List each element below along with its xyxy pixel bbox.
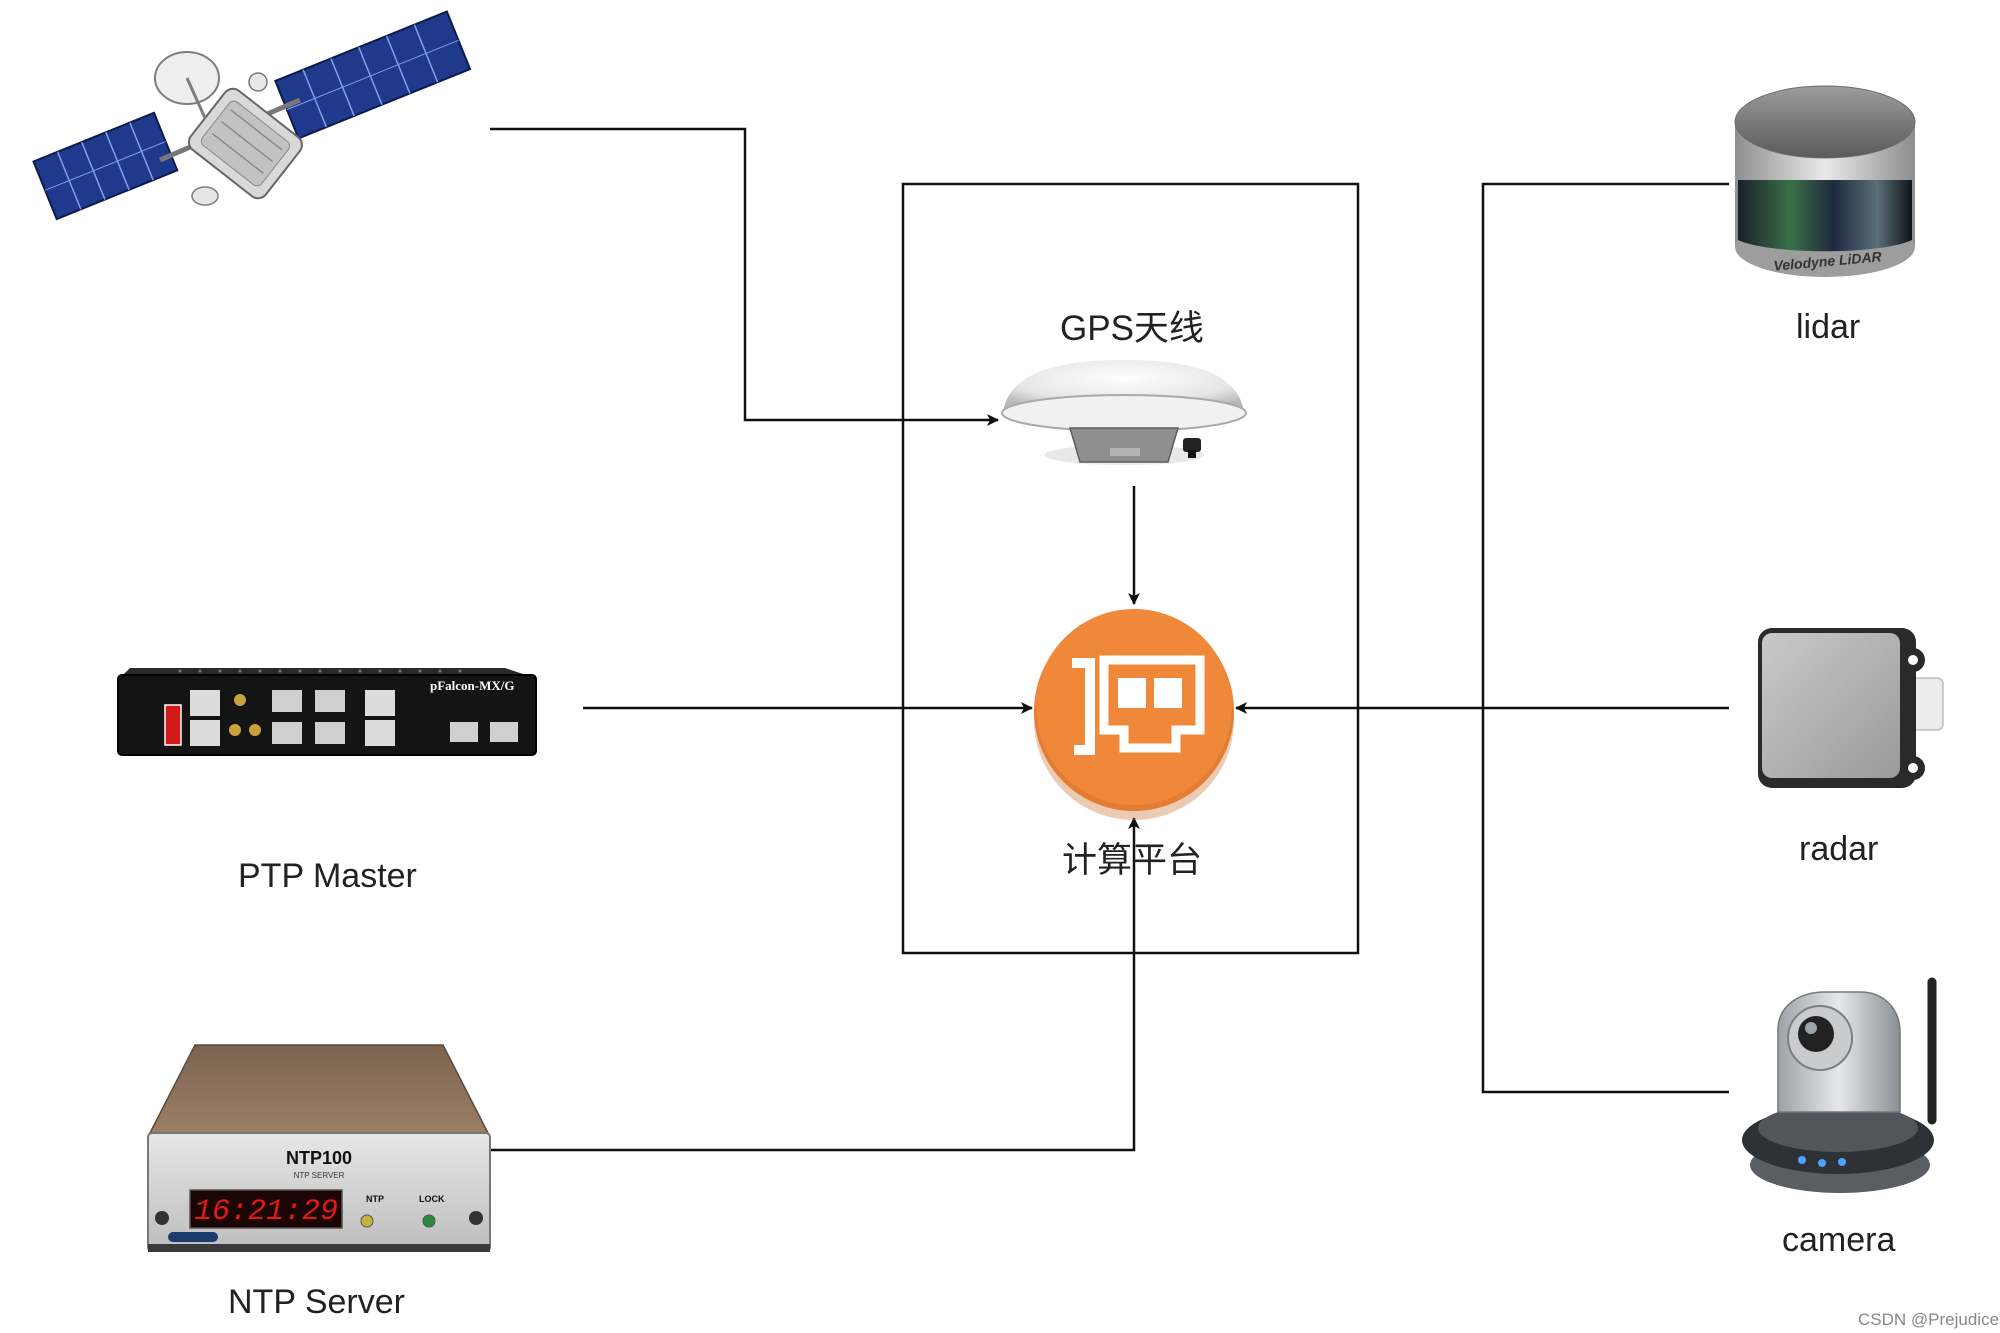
ntp-subtitle-text: NTP SERVER — [294, 1171, 345, 1180]
ntp-display-text: 16:21:29 — [194, 1195, 338, 1229]
lidar-icon: Velodyne LiDAR — [1734, 85, 1916, 277]
camera-icon — [1742, 977, 1937, 1193]
watermark: CSDN @Prejudices — [1858, 1310, 2000, 1329]
camera-label: camera — [1782, 1221, 1896, 1259]
connector-ntp-platform — [490, 817, 1140, 1152]
connector-sensor-bus — [1481, 182, 1729, 1094]
ntp-led-label-ntp: NTP — [366, 1194, 384, 1204]
ntp-server-device-icon: 16:21:29 NTP100 NTP SERVER NTP LOCK — [147, 1044, 491, 1252]
ntp-model-text: NTP100 — [286, 1148, 352, 1168]
lidar-label: lidar — [1796, 308, 1861, 346]
ntp-led-label-lock: LOCK — [419, 1194, 445, 1204]
compute-platform-label: 计算平台 — [1062, 841, 1203, 880]
gps-antenna-icon — [1001, 360, 1247, 465]
radar-label: radar — [1799, 830, 1879, 868]
ptp-master-label: PTP Master — [238, 857, 417, 895]
compute-platform-icon — [1034, 609, 1234, 820]
ntp-server-label: NTP Server — [228, 1283, 405, 1321]
gps-antenna-label: GPS天线 — [1060, 309, 1204, 348]
platform-boundary — [901, 182, 1360, 955]
radar-icon — [1758, 628, 1944, 788]
connector-satellite-gps — [490, 127, 999, 426]
ptp-master-device-icon: pFalcon-MX/G — [117, 668, 537, 756]
ptp-brand-text: pFalcon-MX/G — [430, 678, 515, 693]
satellite-icon — [32, 10, 472, 221]
